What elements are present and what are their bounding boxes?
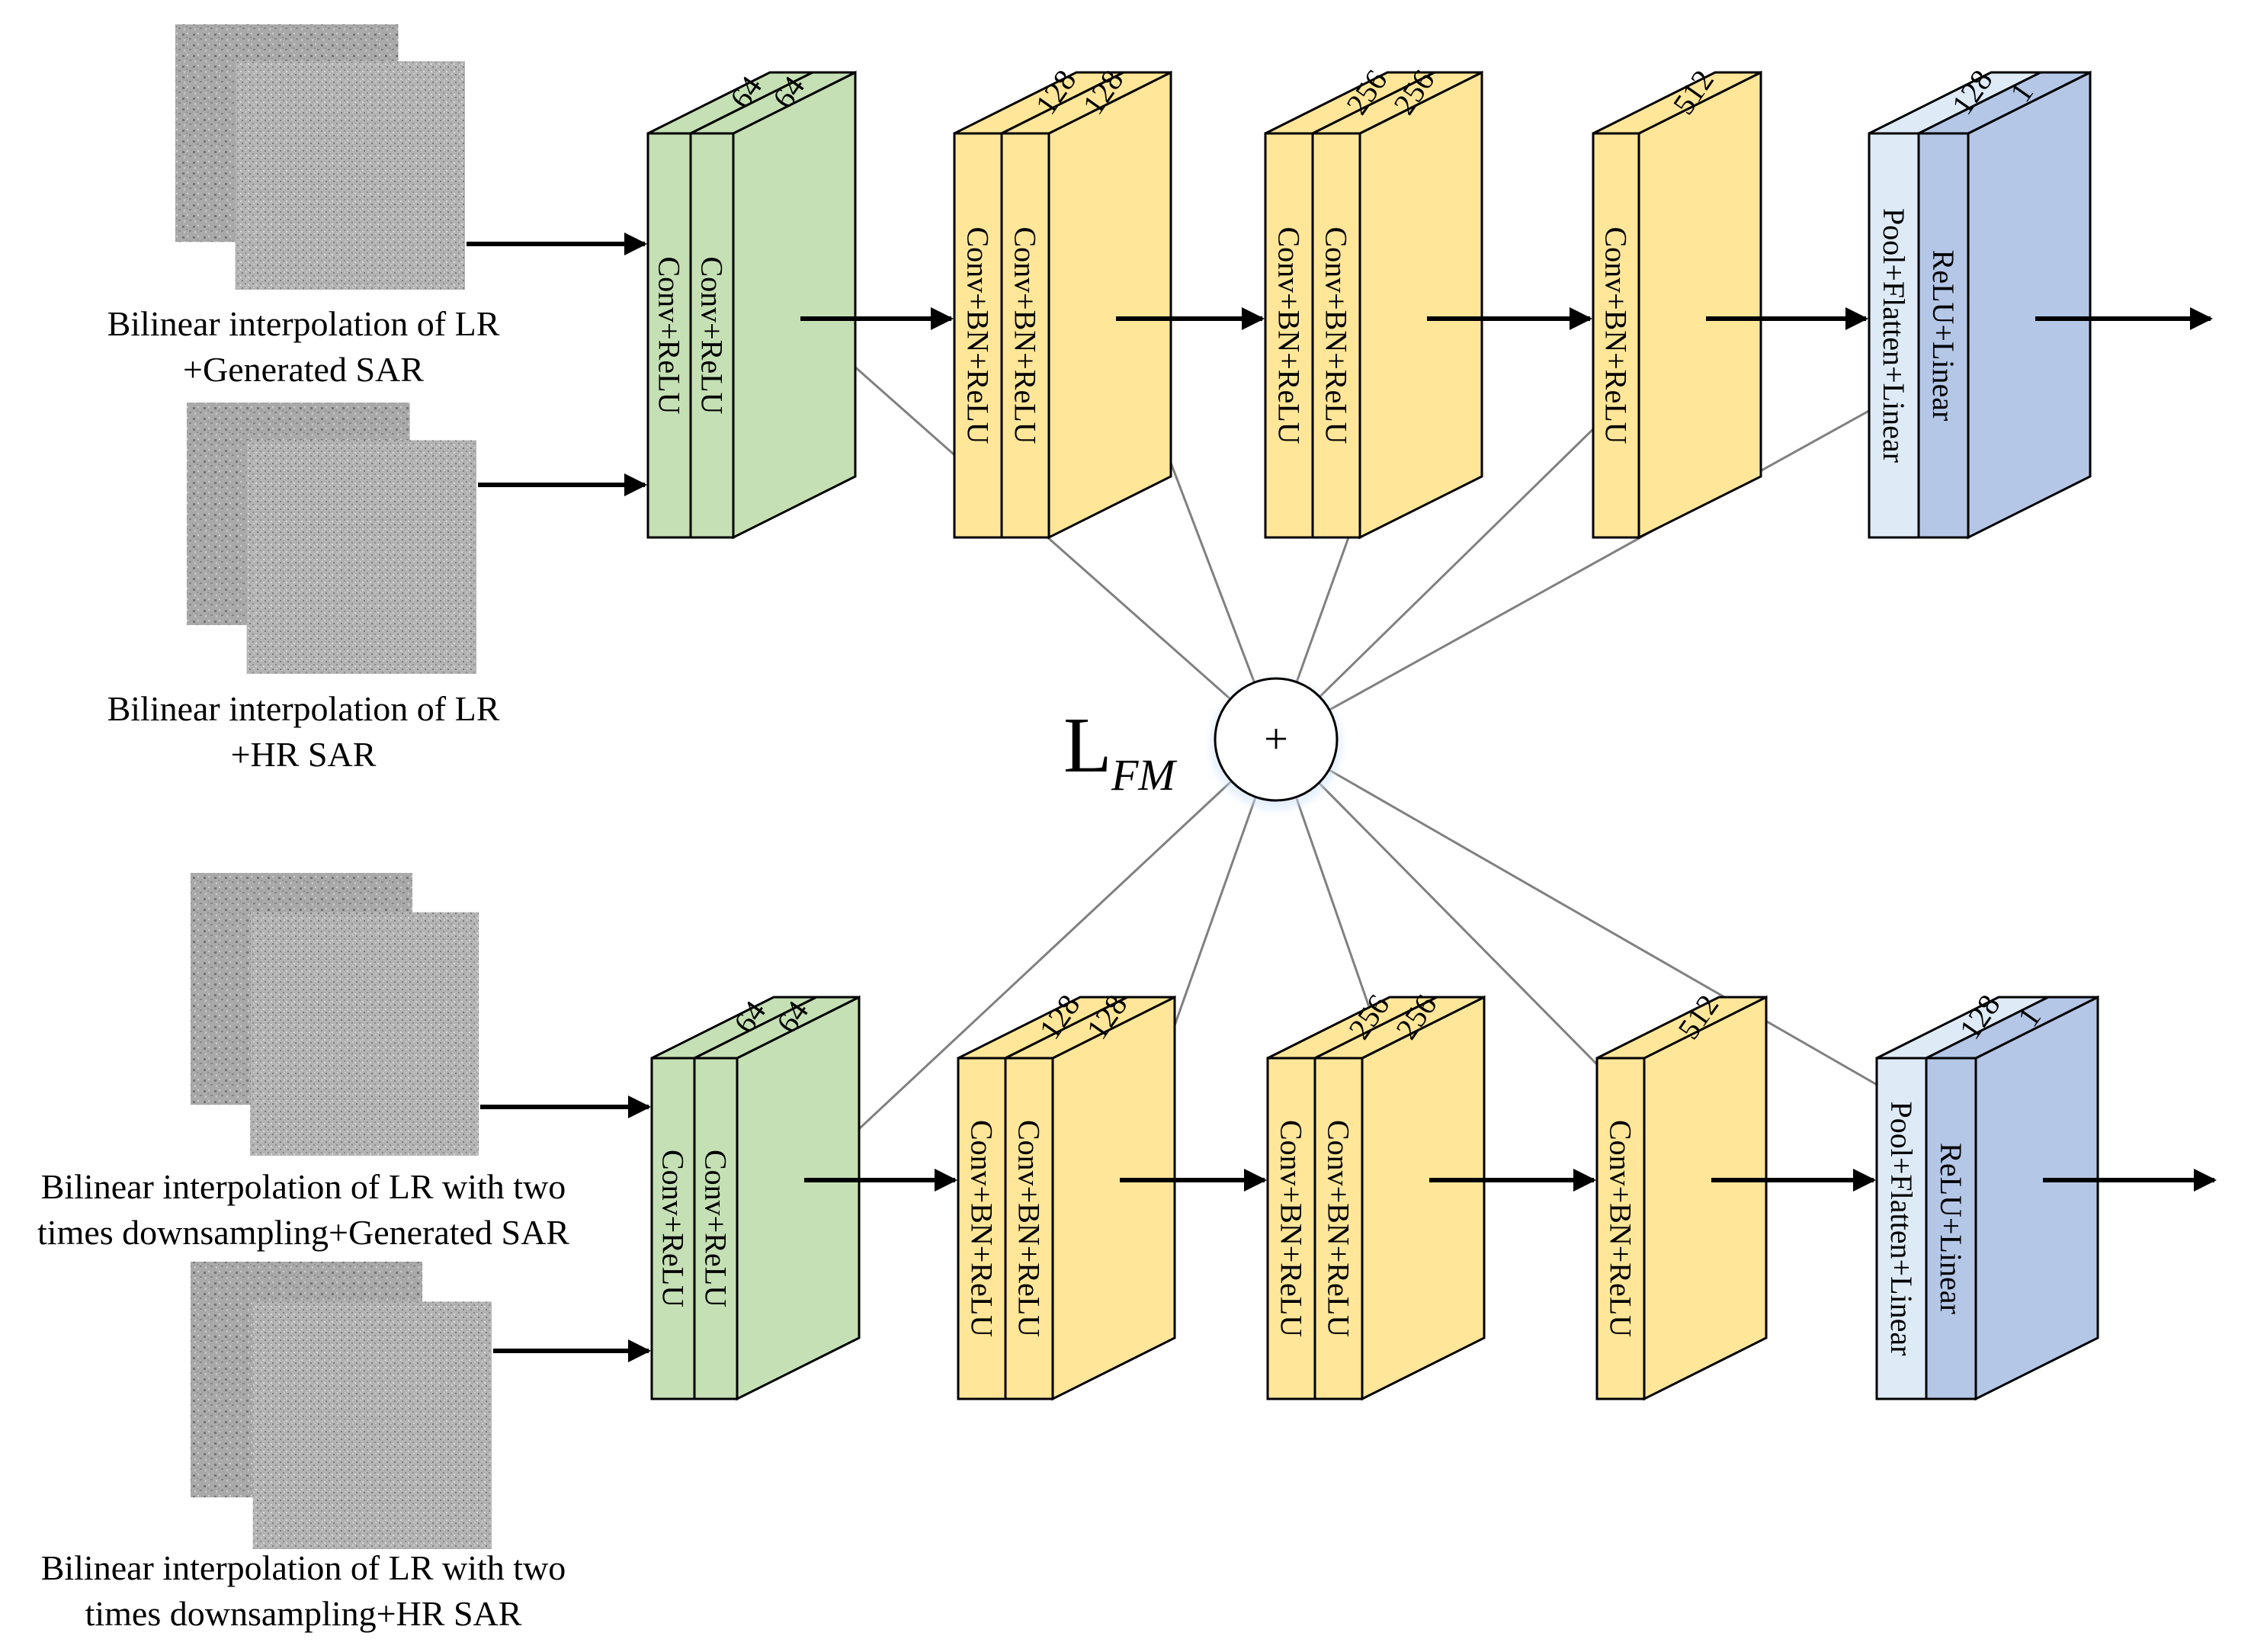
loss-label: L [1063,701,1112,789]
sum-symbol: + [1264,716,1288,763]
sar-image [235,61,465,290]
layer-label: Conv+ReLU [656,1150,691,1307]
input-caption: times downsampling+HR SAR [85,1594,522,1633]
input-caption: +HR SAR [231,735,377,774]
input-images: Bilinear interpolation of LR +Generated S… [37,24,569,1633]
layer-face [953,132,1003,539]
block-side-face [1967,70,2092,540]
block-side-face [1637,70,1762,540]
layer-face [1868,132,1920,539]
layer-face [1917,132,1970,539]
input-1-2: Bilinear interpolation of LR +HR SAR [107,403,500,774]
layer-label: Conv+BN+ReLU [1604,1120,1638,1337]
loss-node: + L FM [1063,677,1342,810]
input-2-2: Bilinear interpolation of LR with two tim… [41,1262,566,1633]
block-side-face [1361,995,1486,1401]
layer-face [1004,1057,1054,1400]
input-caption: +Generated SAR [183,350,424,389]
layer-face [689,132,735,539]
input-caption: Bilinear interpolation of LR [107,689,500,728]
input-caption: times downsampling+Generated SAR [37,1213,569,1252]
layer-label: Conv+BN+ReLU [1008,226,1043,444]
layer-label: Conv+ReLU [699,1150,733,1307]
layer-label: Pool+Flatten+Linear [1877,208,1911,463]
layer-face [693,1057,739,1400]
layer-face [1595,1057,1646,1400]
layer-face [1266,1057,1316,1400]
input-1-1: Bilinear interpolation of LR +Generated S… [107,24,500,389]
sar-image [252,1301,492,1549]
feature-link [803,780,1233,1182]
layer-face [1875,1057,1928,1400]
layer-face [650,1057,696,1400]
layer-label: Conv+BN+ReLU [1599,226,1634,444]
sar-image [246,440,476,674]
layer-label: Pool+Flatten+Linear [1884,1102,1919,1356]
layer-label: Conv+BN+ReLU [961,226,996,444]
layer-label: Conv+BN+ReLU [1319,226,1354,444]
block-side-face [1047,70,1172,540]
layer-label: Conv+BN+ReLU [965,1120,999,1337]
layer-face [1311,132,1361,539]
flow-arrows [467,233,2217,1362]
sar-image [250,912,479,1156]
block-side-face [1643,995,1768,1401]
sum-circle [1214,677,1339,802]
layer-label: Conv+BN+ReLU [1275,1120,1309,1337]
layer-face [1264,132,1314,539]
layer-face [1313,1057,1364,1400]
input-2-1: Bilinear interpolation of LR with two tim… [37,873,569,1252]
layer-label: Conv+ReLU [695,257,729,415]
layer-label: ReLU+Linear [1934,1143,1968,1314]
block-side-face [1051,995,1176,1401]
layer-face [1592,132,1640,539]
block-side-face [1974,995,2099,1401]
layer-label: Conv+ReLU [653,257,687,415]
block-side-face [732,70,857,540]
layer-label: Conv+BN+ReLU [1322,1120,1356,1337]
layer-label: Conv+BN+ReLU [1012,1120,1047,1337]
input-caption: Bilinear interpolation of LR [107,304,500,343]
input-caption: Bilinear interpolation of LR with two [41,1548,566,1587]
block-side-face [1358,70,1483,540]
layer-label: ReLU+Linear [1926,250,1961,422]
layer-face [957,1057,1007,1400]
block-side-face [736,995,861,1401]
loss-subscript: FM [1111,750,1177,800]
input-caption: Bilinear interpolation of LR with two [41,1167,566,1206]
layer-face [1925,1057,1977,1400]
layer-face [1000,132,1050,539]
layer-label: Conv+BN+ReLU [1272,226,1307,444]
